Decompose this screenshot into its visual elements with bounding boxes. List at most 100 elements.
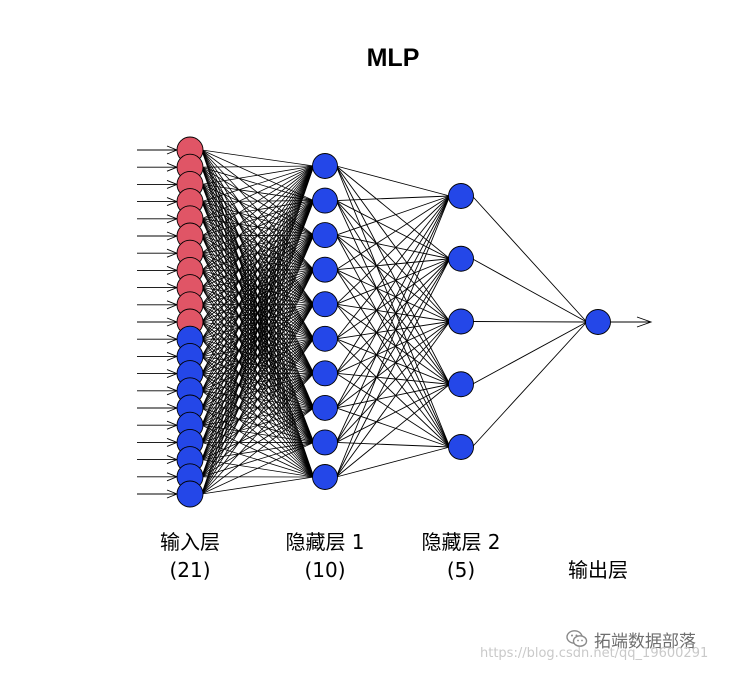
hidden-2-node — [448, 434, 474, 460]
layer-count: (5) — [446, 558, 476, 582]
connection-edge — [335, 269, 451, 448]
connection-edge — [472, 321, 587, 385]
connection-edge — [336, 446, 450, 478]
connection-edge — [336, 407, 450, 448]
hidden-1-node — [312, 256, 338, 283]
connection-edge — [335, 165, 451, 385]
connection-edge — [335, 258, 451, 340]
connection-edge — [335, 165, 451, 322]
connection-edge — [335, 321, 451, 478]
hidden-1-node — [312, 291, 338, 318]
connection-edge — [336, 234, 450, 260]
layer-label-input: 输入层 (21) — [140, 528, 240, 584]
layer-label-output: 输出层 — [548, 556, 648, 584]
connection-edge — [201, 269, 315, 495]
connection-edge — [335, 200, 451, 322]
connection-edge — [201, 149, 314, 167]
connection-edge — [201, 165, 315, 306]
connection-edge — [201, 165, 315, 495]
connection-edge — [335, 321, 451, 443]
connection-edge — [335, 258, 451, 478]
connection-edge — [335, 258, 451, 409]
watermark-url: https://blog.csdn.net/qq_19600291 — [480, 646, 709, 661]
layer-label-hidden-1: 隐藏层 1 (10) — [265, 528, 385, 584]
connection-edge — [335, 234, 451, 322]
connection-edge — [335, 234, 451, 448]
layer-name: 隐藏层 1 — [285, 530, 365, 554]
output-arrow-head — [636, 316, 653, 328]
connection-edge — [336, 321, 450, 374]
connection-edge — [335, 195, 451, 340]
connection-edge — [201, 373, 315, 495]
layer-count: (10) — [304, 558, 346, 582]
connection-edge — [201, 165, 314, 168]
connection-edge — [335, 338, 451, 448]
connection-edge — [201, 165, 315, 374]
connection-edge — [472, 321, 587, 323]
connection-edge — [201, 304, 315, 495]
connection-edge — [201, 165, 315, 409]
connection-edge — [336, 258, 450, 271]
connection-edge — [335, 195, 451, 478]
connection-edge — [336, 321, 450, 340]
connection-edge — [201, 304, 315, 478]
connection-edge — [335, 269, 451, 385]
connection-edge — [335, 195, 451, 409]
connection-edge — [201, 165, 314, 202]
connection-edge — [201, 200, 315, 495]
hidden-1-node — [312, 187, 338, 214]
connection-edge — [201, 165, 314, 185]
input-node — [176, 480, 204, 508]
connection-edge — [472, 258, 587, 323]
connection-edge — [201, 165, 315, 426]
connection-edge — [201, 234, 315, 477]
hidden-2-node — [448, 308, 474, 335]
hidden-1-node — [312, 222, 338, 249]
connection-edge — [336, 338, 450, 385]
hidden-2-node — [448, 183, 474, 209]
connection-edge — [336, 195, 450, 202]
output-node — [585, 309, 611, 335]
connection-edge — [336, 195, 450, 271]
hidden-1-node — [312, 429, 338, 456]
watermark-brand-text: 拓端数据部落 — [594, 631, 696, 652]
wechat-icon — [566, 630, 588, 647]
layer-label-hidden-2: 隐藏层 2 (5) — [401, 528, 521, 584]
connection-edge — [201, 200, 315, 477]
connection-edge — [201, 407, 314, 495]
hidden-1-node — [312, 325, 338, 352]
connection-edge — [336, 258, 450, 305]
connection-edge — [201, 234, 315, 495]
connection-edge — [201, 338, 315, 478]
hidden-1-node — [312, 464, 338, 490]
connection-edge — [336, 372, 450, 448]
connection-edge — [201, 338, 315, 495]
connection-edge — [335, 383, 451, 478]
layer-name: 输出层 — [568, 558, 628, 582]
connection-edge — [335, 195, 451, 443]
connection-edge — [336, 372, 450, 385]
connection-edge — [471, 321, 588, 448]
connection-edge — [335, 258, 451, 374]
hidden-1-node — [312, 360, 338, 387]
connection-edge — [201, 476, 314, 495]
connection-edge — [336, 200, 450, 260]
layer-name: 隐藏层 2 — [421, 530, 501, 554]
connection-edge — [201, 165, 315, 340]
connection-edge — [201, 165, 315, 391]
connection-edge — [201, 165, 315, 443]
connection-edge — [201, 269, 315, 477]
connection-edge — [335, 200, 451, 448]
connection-edge — [201, 407, 314, 478]
connection-edge — [335, 258, 451, 443]
connection-edge — [335, 321, 451, 409]
connection-edge — [201, 165, 315, 460]
hidden-1-node — [312, 153, 338, 179]
connection-edge — [201, 165, 315, 288]
connection-edge — [336, 269, 450, 322]
connection-edge — [336, 303, 450, 322]
connection-edge — [336, 441, 450, 448]
connection-edge — [335, 234, 451, 385]
